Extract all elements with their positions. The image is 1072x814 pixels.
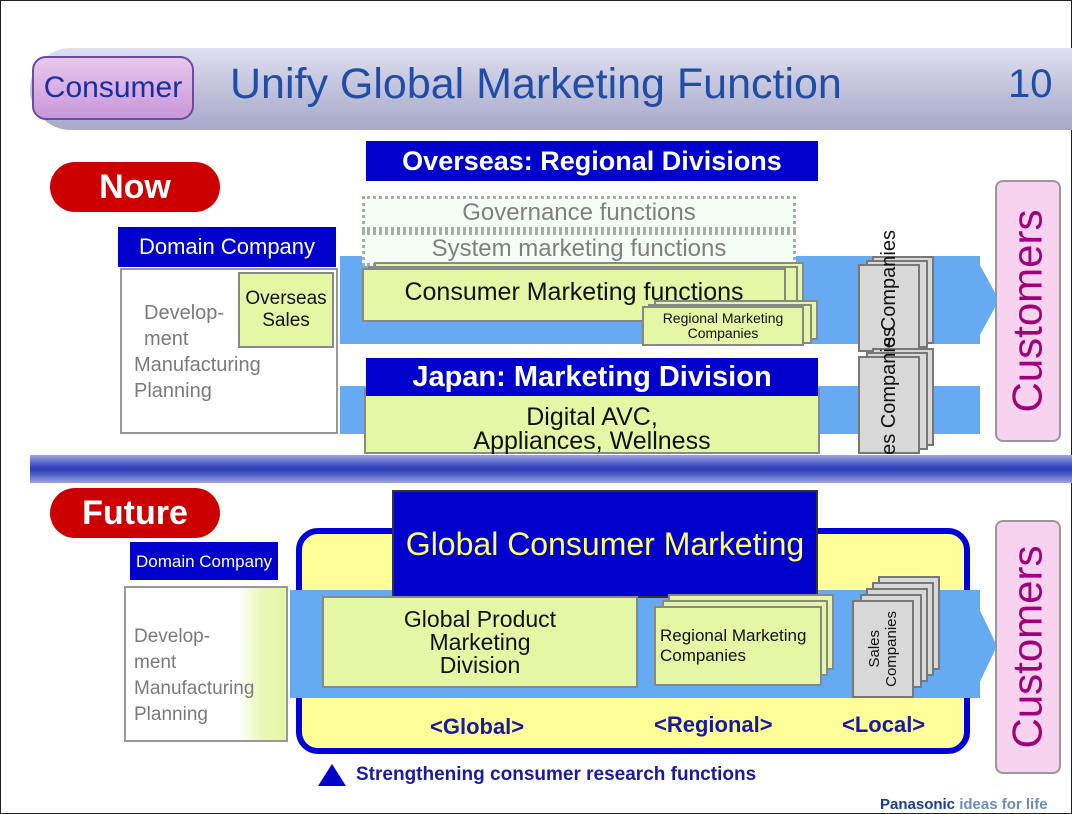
section-divider: [30, 455, 1072, 483]
gpm-line-3: Division: [439, 651, 521, 678]
title-bar: [30, 48, 1072, 130]
now-domain-company-header: Domain Company: [118, 227, 336, 267]
governance-functions: Governance functions: [362, 196, 796, 230]
now-sales-companies-1: Sales Companies: [858, 230, 920, 386]
global-consumer-marketing-header: Global Consumer Marketing: [392, 490, 818, 598]
future-sales-companies: Sales Companies: [852, 600, 914, 698]
global-product-marketing-division: Global Product Marketing Division: [322, 596, 638, 688]
future-badge: Future: [50, 488, 220, 538]
japan-header: Japan: Marketing Division: [366, 358, 818, 396]
future-regional-marketing-companies: Regional Marketing Companies: [654, 606, 822, 686]
future-sales-label-1: Sales: [866, 630, 883, 668]
slide-title: Unify Global Marketing Function: [230, 60, 842, 108]
future-customers-label: Customers: [1004, 545, 1051, 749]
page-number: 10: [1008, 62, 1053, 106]
now-dev-line-1: Develop-: [144, 302, 225, 324]
future-regional-line-2: Companies: [660, 646, 746, 665]
consumer-tag: Consumer: [32, 56, 194, 120]
now-customers: Customers: [995, 180, 1061, 442]
future-customers: Customers: [995, 520, 1061, 774]
now-dev-line-4: Planning: [134, 380, 212, 402]
now-dev-line-2: ment: [144, 328, 189, 350]
future-arrowhead-icon: [975, 600, 997, 692]
overseas-header: Overseas: Regional Divisions: [366, 141, 818, 181]
gpm-line-2: Marketing: [429, 628, 531, 655]
global-label: <Global>: [430, 714, 525, 739]
panasonic-logo: Panasonic ideas for life: [880, 796, 1048, 813]
future-regional-line-1: Regional Marketing: [660, 626, 807, 645]
now-badge: Now: [50, 162, 220, 212]
now-dev-text: Develop- ment Manufacturing Planning: [134, 300, 261, 404]
regional-marketing-companies: Regional Marketing Companies: [642, 306, 804, 346]
strengthening-note: Strengthening consumer research function…: [356, 764, 757, 785]
now-customers-label: Customers: [1004, 209, 1051, 413]
overseas-sales: Overseas Sales: [238, 272, 334, 348]
future-domain-company-box: [124, 586, 288, 742]
now-sales-companies-2: Sales Companies: [858, 327, 920, 483]
local-label: <Local>: [842, 712, 926, 737]
future-dev-line-2: ment: [134, 652, 177, 673]
future-dev-line-1: Develop-: [134, 626, 211, 647]
japan-line-1: Digital AVC,: [526, 403, 658, 431]
future-domain-company-header: Domain Company: [130, 542, 278, 580]
brand-tagline: ideas for life: [959, 796, 1048, 813]
triangle-icon: [318, 764, 346, 786]
regional-label: <Regional>: [654, 712, 773, 737]
future-dev-line-4: Planning: [134, 704, 208, 725]
now-dev-line-3: Manufacturing: [134, 354, 261, 376]
brand-name: Panasonic: [880, 796, 956, 813]
future-sales-label-2: Companies: [883, 611, 900, 687]
future-dev-line-3: Manufacturing: [134, 678, 255, 699]
future-dev-text: Develop- ment Manufacturing Planning: [134, 624, 254, 728]
japan-marketing-box: Digital AVC, Appliances, Wellness: [364, 388, 820, 454]
system-marketing-functions: System marketing functions: [362, 232, 796, 266]
gpm-line-1: Global Product: [403, 605, 557, 632]
japan-line-2: Appliances, Wellness: [473, 427, 711, 455]
